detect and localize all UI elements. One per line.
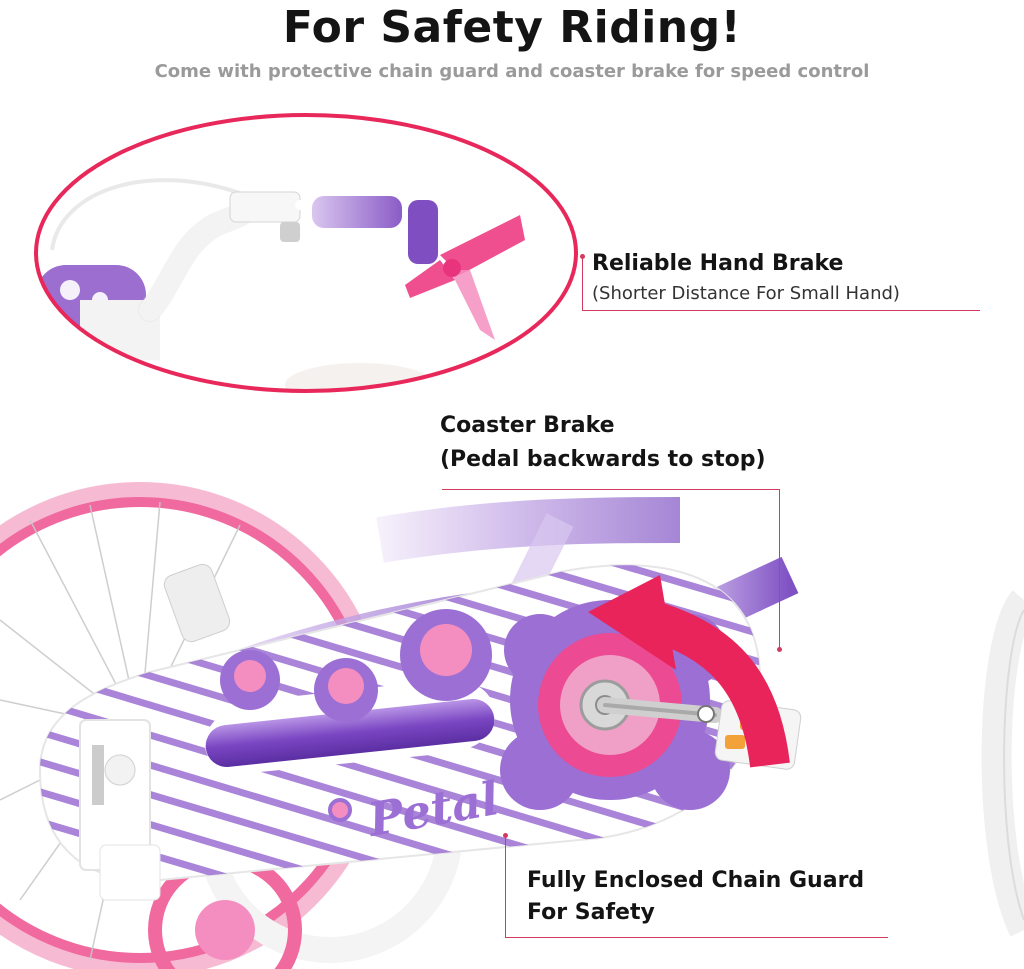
coaster-brake-leader-horizontal [442,489,779,490]
page-title: For Safety Riding! [282,2,742,53]
coaster-brake-dot [777,647,782,652]
chain-guard-detail: For Safety [527,900,655,925]
chain-guard-dot [503,833,508,838]
hand-brake-detail: (Shorter Distance For Small Hand) [592,283,900,304]
chain-guard-leader-horizontal [505,937,888,938]
coaster-brake-detail: (Pedal backwards to stop) [440,447,766,472]
hand-brake-dot [580,254,585,259]
hand-brake-leader-vertical [582,258,583,310]
hand-brake-title: Reliable Hand Brake [592,251,844,276]
chain-guard-leader-vertical [505,837,506,937]
coaster-brake-leader-vertical [779,489,780,649]
chain-guard-title: Fully Enclosed Chain Guard [527,868,865,893]
page-subtitle: Come with protective chain guard and coa… [154,61,870,82]
guard-brand-text: Petal [364,771,503,847]
coaster-brake-title: Coaster Brake [440,413,615,438]
hand-brake-leader-horizontal [582,310,980,311]
